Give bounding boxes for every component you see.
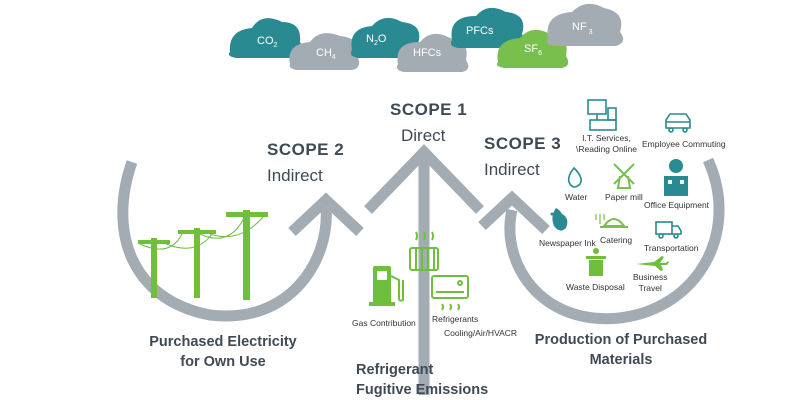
it-services-label: I.T. Services, \Reading Online — [576, 133, 637, 155]
scope2-title: SCOPE 2 — [267, 140, 345, 159]
svg-text:CO2: CO2 — [257, 35, 278, 49]
scope1-title: SCOPE 1 — [390, 100, 468, 119]
svg-text:SF6: SF6 — [524, 43, 542, 57]
cloud-ch4: CH4 — [289, 33, 360, 70]
catering-label: Catering — [600, 235, 633, 245]
hvac-icon — [431, 275, 469, 311]
hfcs-label: HFCs — [413, 47, 442, 59]
water-drop-icon — [567, 166, 582, 188]
scope3-arrow — [478, 157, 725, 325]
gas-pump-icon — [369, 266, 404, 306]
refrigerants-label-line1: Refrigerants — [432, 314, 479, 324]
n2o-label: N — [366, 33, 374, 45]
office-equipment-label: Office Equipment — [644, 200, 710, 210]
cloud-nf3: NF 3 — [546, 3, 624, 46]
sf6-label: SF — [524, 43, 538, 55]
refrigerant-caption: Refrigerant Fugitive Emissions — [356, 360, 488, 400]
newspaper-ink-label: Newspaper Ink — [539, 238, 596, 248]
ink-splash-icon — [550, 208, 568, 231]
materials-caption-line1: Production of Purchased — [534, 332, 708, 348]
refrigerants-label-line2: Cooling/Air/HVACR — [444, 328, 518, 338]
refrigerant-caption-line2: Fugitive Emissions — [356, 382, 489, 398]
car-icon — [665, 113, 691, 133]
gas-clouds: CO2 CH4 N2O HFCs PFCs SF6 NF 3 — [228, 3, 624, 72]
cloud-co2: CO2 — [228, 18, 303, 58]
cloud-pfcs: PFCs — [450, 7, 525, 48]
scope1-subtitle: Direct — [401, 126, 446, 145]
scope3-title: SCOPE 3 — [484, 134, 562, 153]
windmill-icon — [613, 163, 635, 189]
transportation-label: Transportation — [644, 243, 699, 253]
paper-mill-label: Paper mill — [605, 192, 643, 202]
business-travel-label-line2: Travel — [638, 283, 662, 293]
office-building-icon — [664, 159, 688, 196]
business-travel-label-line1: Business — [633, 272, 668, 282]
nf3-label: NF — [572, 21, 587, 33]
scope2-subtitle: Indirect — [267, 166, 323, 185]
electricity-caption-line1: Purchased Electricity — [149, 334, 297, 350]
airplane-icon — [636, 256, 669, 271]
materials-caption: Production of Purchased Materials — [526, 330, 716, 370]
refrigerant-caption-line1: Refrigerant — [356, 362, 434, 378]
computer-icon — [587, 99, 617, 131]
scope1-heading: SCOPE 1 Direct — [390, 100, 467, 146]
employee-commuting-label: Employee Commuting — [642, 139, 726, 149]
power-poles-icon — [138, 210, 268, 300]
gas-contribution-label: Gas Contribution — [352, 318, 416, 328]
electricity-caption: Purchased Electricity for Own Use — [138, 332, 308, 372]
scope3-subtitle: Indirect — [484, 160, 540, 179]
scope3-heading: SCOPE 3 Indirect — [484, 134, 561, 180]
catering-icon — [595, 214, 628, 228]
business-travel-label: Business Travel — [633, 272, 668, 294]
svg-text:NF 3: NF 3 — [572, 21, 593, 36]
materials-caption-line2: Materials — [589, 352, 653, 368]
truck-icon — [655, 221, 682, 239]
scope2-arrow — [117, 160, 364, 322]
co2-label: CO — [257, 35, 274, 47]
waste-bin-icon — [586, 248, 606, 276]
scope2-heading: SCOPE 2 Indirect — [267, 140, 344, 186]
ch4-label: CH — [316, 47, 332, 59]
svg-text:N2O: N2O — [366, 33, 387, 47]
electricity-caption-line2: for Own Use — [180, 354, 266, 370]
heater-icon — [409, 231, 439, 271]
svg-text:CH4: CH4 — [316, 47, 336, 61]
water-label: Water — [565, 192, 588, 202]
it-services-label-line1: I.T. Services, — [582, 133, 631, 143]
cloud-hfcs: HFCs — [396, 33, 469, 72]
scope1-arrow — [364, 144, 484, 395]
waste-disposal-label: Waste Disposal — [566, 282, 625, 292]
it-services-label-line2: \Reading Online — [576, 144, 637, 154]
pfcs-label: PFCs — [466, 25, 494, 37]
refrigerants-label: Refrigerants Cooling/Air/HVACR — [432, 314, 517, 339]
